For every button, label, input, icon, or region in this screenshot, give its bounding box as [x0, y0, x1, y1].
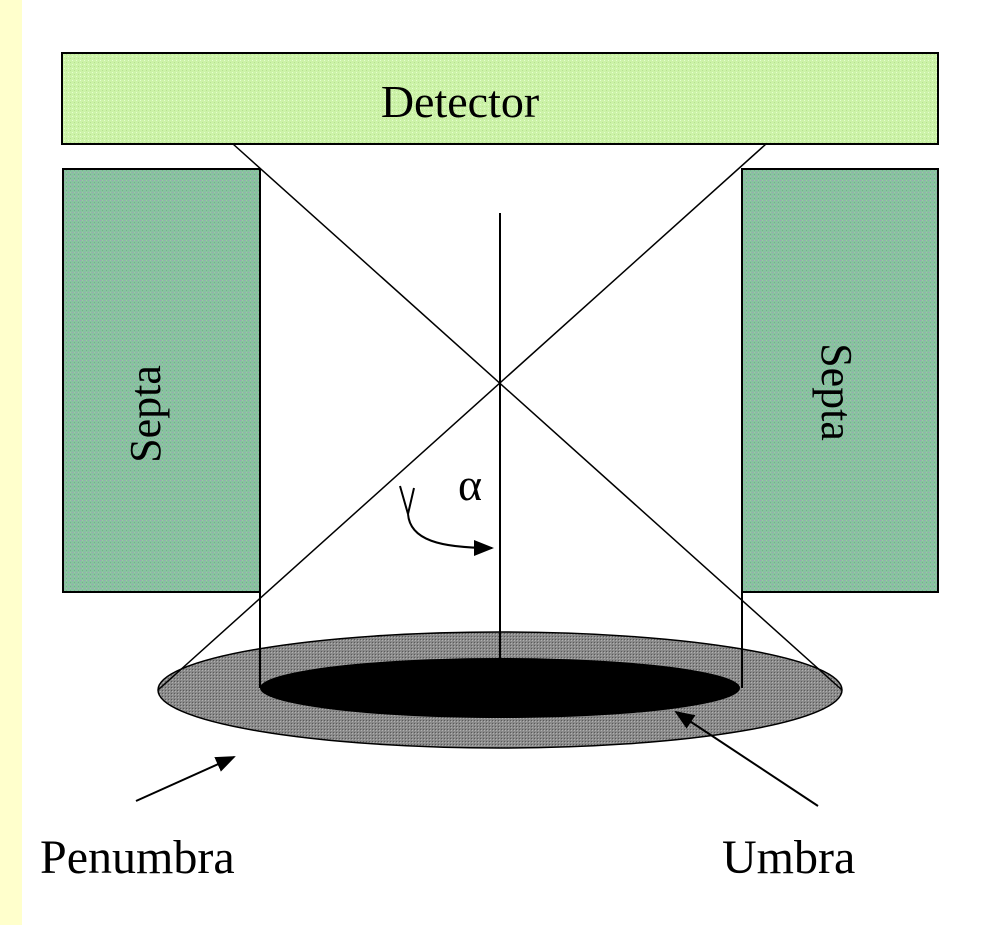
detector-label: Detector	[381, 76, 539, 127]
septa-left-block	[62, 168, 261, 593]
penumbra-label: Penumbra	[40, 831, 235, 884]
umbra-label: Umbra	[722, 831, 855, 884]
detector-block	[61, 52, 939, 145]
umbra-region	[260, 658, 740, 718]
umbra-pointer	[674, 710, 819, 807]
alpha-angle-tail	[399, 485, 415, 515]
septa-right-block	[741, 168, 939, 593]
alpha-angle-arc	[407, 513, 494, 556]
ray-left-down	[232, 143, 843, 691]
ray-right-down	[157, 143, 767, 691]
alpha-label: α	[458, 459, 482, 510]
septa-left-label: Septa	[121, 365, 170, 463]
septa-right-label: Septa	[812, 343, 861, 441]
penumbra-pointer	[135, 756, 236, 802]
